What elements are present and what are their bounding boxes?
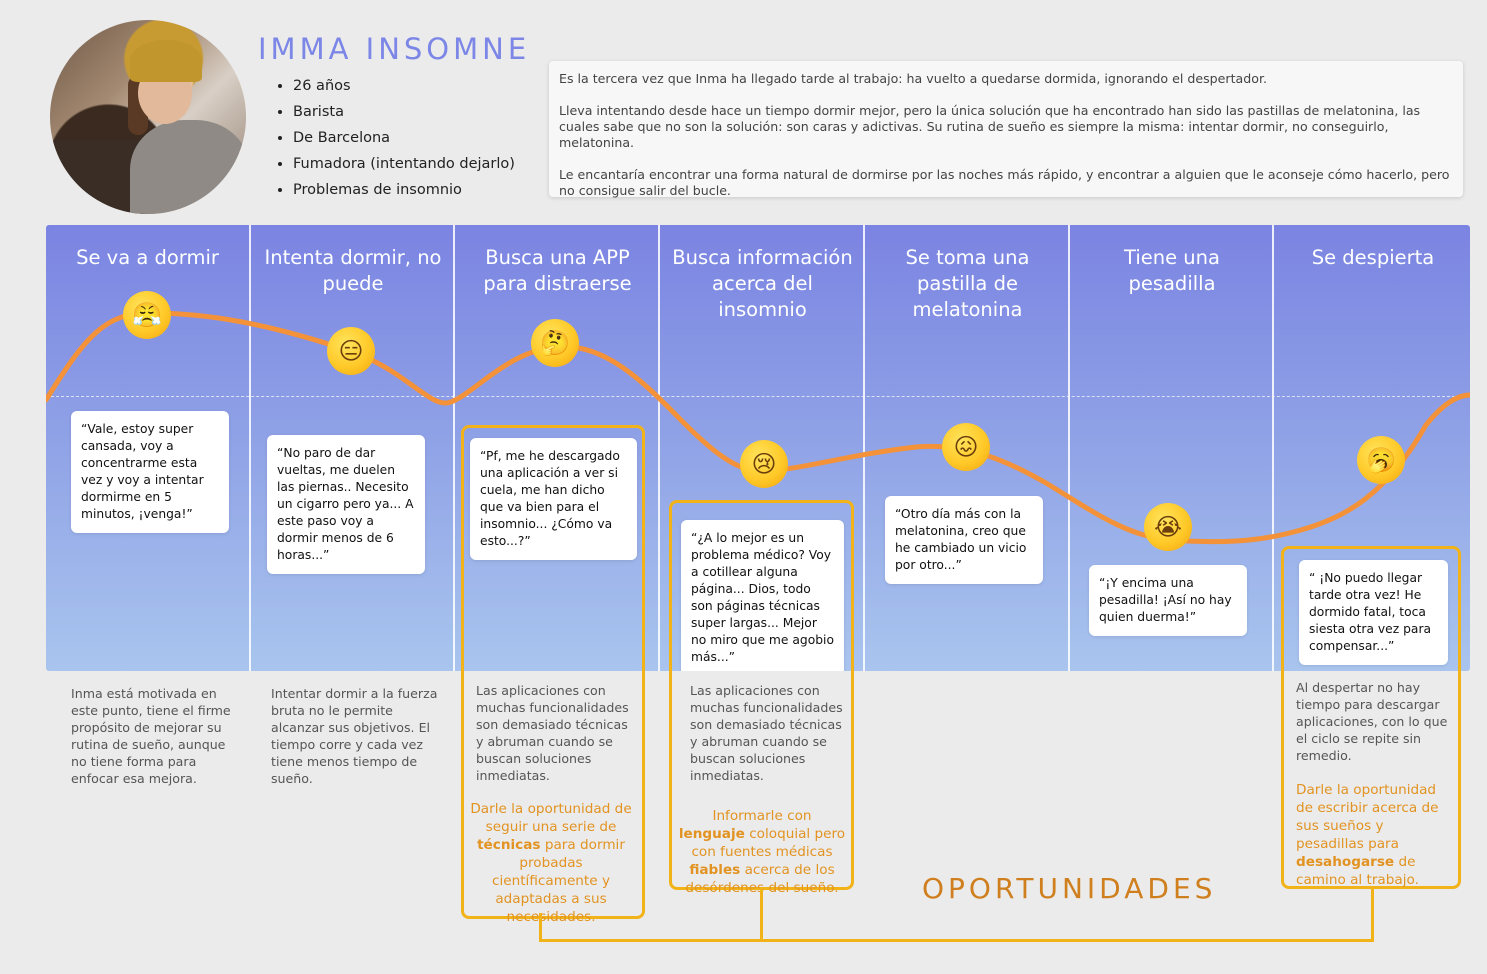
- stage-title: Se va a dormir: [76, 246, 219, 269]
- stage-insight: Las aplicaciones con muchas funcionalida…: [476, 683, 629, 783]
- stage-quote: “Vale, estoy super cansada, voy a concen…: [71, 411, 229, 533]
- stage-column: Busca información acerca del insomnio: [658, 225, 865, 671]
- bracket-line: [760, 887, 763, 942]
- emoji-frustrated-icon: 😤: [123, 291, 171, 339]
- opportunity-text: Darle la oportunidad de seguir una serie…: [470, 801, 632, 925]
- emoji-thinking-icon: 🤔: [531, 319, 579, 367]
- emoji-confounded-icon: 😖: [942, 423, 990, 471]
- stage-title: Se despierta: [1311, 246, 1435, 269]
- opportunity-text: Darle la oportunidad de escribir acerca …: [1296, 782, 1439, 888]
- stage-insight: Las aplicaciones con muchas funcionalida…: [690, 683, 843, 783]
- bio-paragraph: Lleva intentando desde hace un tiempo do…: [559, 103, 1421, 150]
- fact-item: 26 años: [293, 76, 515, 102]
- stage-column: Tiene una pesadilla: [1068, 225, 1274, 671]
- stage-insight: Al despertar no hay tiempo para descarga…: [1296, 680, 1448, 763]
- stage-title: Intenta dormir, no puede: [264, 246, 442, 295]
- journey-map: Se va a dormir Intenta dormir, no puede …: [46, 225, 1470, 671]
- stage-title: Busca una APP para distraerse: [483, 246, 632, 295]
- fact-item: De Barcelona: [293, 128, 515, 154]
- stage-insight: Intentar dormir a la fuerza bruta no le …: [271, 686, 438, 786]
- neutral-line: [46, 396, 1470, 397]
- emoji-sad-icon: 😢: [740, 440, 788, 488]
- persona-photo: [50, 20, 246, 214]
- bio-paragraph: Es la tercera vez que Inma ha llegado ta…: [559, 71, 1267, 86]
- stage-column: Busca una APP para distraerse: [453, 225, 660, 671]
- opportunity-text: Informarle con lenguaje coloquial pero c…: [678, 808, 846, 896]
- stage-quote: “Otro día más con la melatonina, creo qu…: [885, 496, 1043, 584]
- stage-quote: “ ¡No puedo llegar tarde otra vez! He do…: [1299, 560, 1448, 665]
- stage-quote: “No paro de dar vueltas, me duelen las p…: [267, 435, 425, 574]
- opportunity-frame: [461, 425, 645, 919]
- stage-quote: “Pf, me he descargado una aplicación a v…: [470, 438, 637, 560]
- stage-quote: “¡Y encima una pesadilla! ¡Así no hay qu…: [1089, 565, 1247, 636]
- fact-item: Fumadora (intentando dejarlo): [293, 154, 515, 180]
- bracket-line: [539, 939, 1374, 942]
- persona-bio: Es la tercera vez que Inma ha llegado ta…: [549, 61, 1463, 198]
- emoji-crying-icon: 😭: [1144, 503, 1192, 551]
- stage-insight: Inma está motivada en este punto, tiene …: [71, 686, 231, 786]
- stage-quote: “¿A lo mejor es un problema médico? Voy …: [681, 520, 844, 671]
- opportunities-label: OPORTUNIDADES: [922, 872, 1217, 905]
- fact-item: Problemas de insomnio: [293, 180, 515, 206]
- emoji-neutral-icon: 😑: [327, 327, 375, 375]
- persona-name: IMMA INSOMNE: [258, 32, 531, 66]
- stage-title: Se toma una pastilla de melatonina: [905, 246, 1030, 321]
- stage-column: Intenta dormir, no puede: [249, 225, 455, 671]
- stage-column: Se toma una pastilla de melatonina: [863, 225, 1070, 671]
- stage-title: Busca información acerca del insomnio: [672, 246, 853, 321]
- stage-column: Se va a dormir: [46, 225, 249, 671]
- stage-title: Tiene una pesadilla: [1124, 246, 1220, 295]
- bracket-line: [1371, 886, 1374, 942]
- fact-item: Barista: [293, 102, 515, 128]
- stage-column: Se despierta: [1272, 225, 1470, 671]
- bracket-line: [539, 913, 542, 942]
- bio-paragraph: Le encantaría encontrar una forma natura…: [559, 167, 1450, 198]
- persona-facts: 26 años Barista De Barcelona Fumadora (i…: [275, 76, 515, 206]
- emoji-yawning-icon: 🥱: [1357, 436, 1405, 484]
